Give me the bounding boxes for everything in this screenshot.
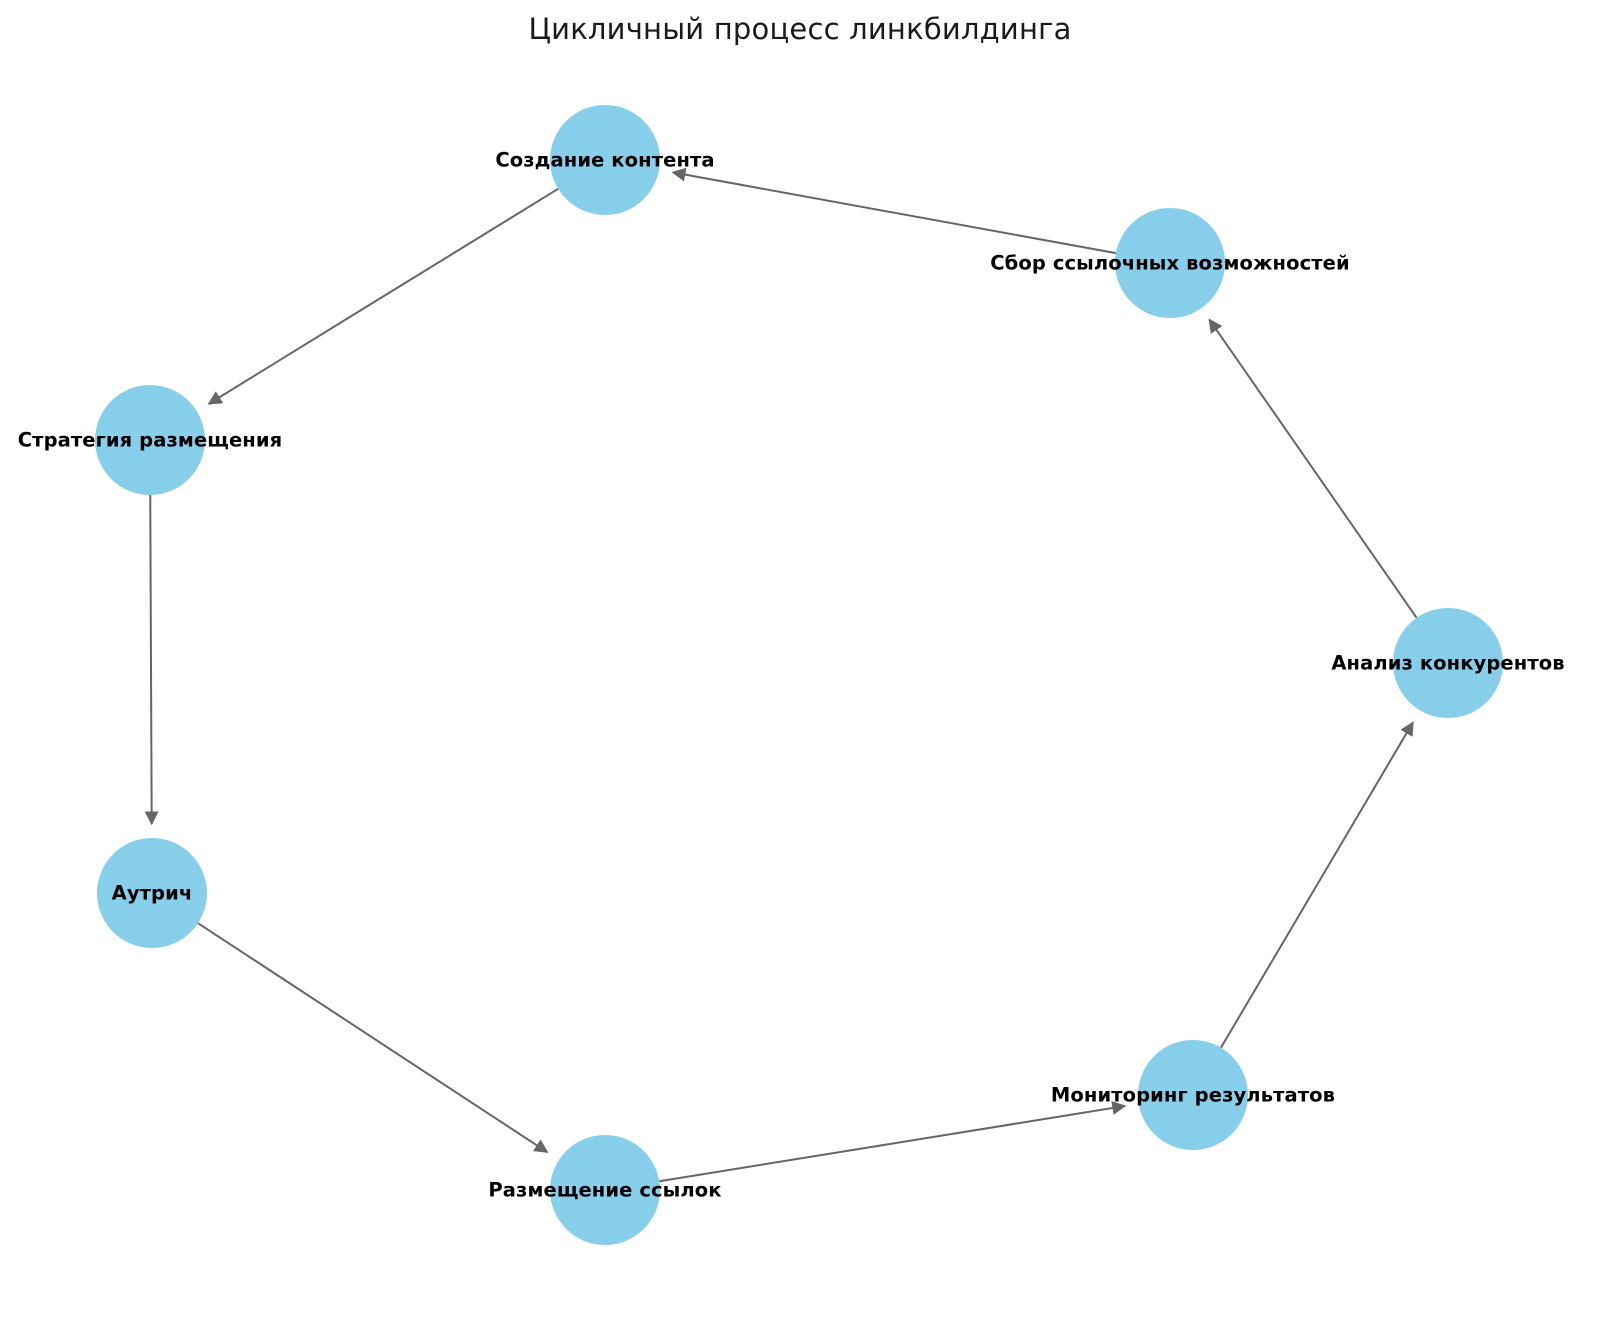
graph-node-prospecting[interactable] (1115, 208, 1225, 318)
graph-edge-placement-to-monitoring (659, 1101, 1127, 1183)
graph-node-placement[interactable] (550, 1135, 660, 1245)
graph-node-outreach[interactable] (97, 838, 207, 948)
graph-edge-prospecting-to-content (671, 167, 1117, 255)
graph-edge-content-to-strategy (207, 187, 559, 405)
graph-node-strategy[interactable] (95, 385, 205, 495)
nodes-layer (95, 105, 1503, 1245)
graph-node-content[interactable] (550, 105, 660, 215)
graph-edge-outreach-to-placement (197, 922, 549, 1154)
graph-edge-monitoring-to-competitors (1220, 721, 1414, 1049)
edges-layer (144, 167, 1418, 1183)
graph-edge-competitors-to-prospecting (1208, 318, 1418, 619)
graph-node-competitors[interactable] (1393, 608, 1503, 718)
graph-node-monitoring[interactable] (1138, 1040, 1248, 1150)
page-title: Цикличный процесс линкбилдинга (528, 12, 1072, 46)
graph-edge-strategy-to-outreach (144, 494, 159, 826)
